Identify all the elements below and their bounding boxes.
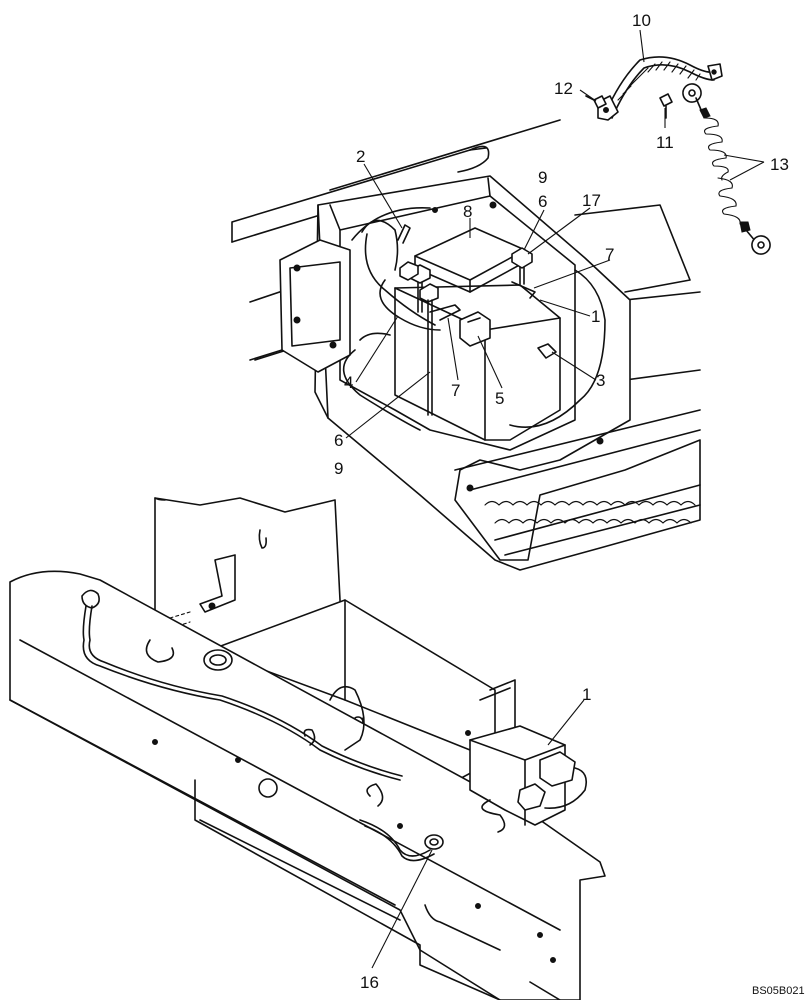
callout-5: 5 [495,389,504,408]
callout-13: 13 [770,155,789,174]
callout-4: 4 [344,373,353,392]
callout-1-top: 1 [591,307,600,326]
bottom-frame-assembly [9,497,606,1000]
callout-1-bottom: 1 [582,685,591,704]
callout-9-top: 9 [538,168,547,187]
callout-7-bottom: 7 [451,381,460,400]
drawing-code: BS05B021 [752,985,805,997]
leader-lines [345,29,765,969]
top-battery-box-assembly [231,119,701,571]
callout-17: 17 [582,191,601,210]
callout-8: 8 [463,202,472,221]
callout-7-top: 7 [605,245,614,264]
callout-11: 11 [656,133,674,152]
ground-cable-assembly [585,56,771,255]
callout-6-bottom: 6 [334,431,343,450]
callout-16: 16 [360,973,379,992]
callout-12: 12 [554,79,573,98]
callout-2: 2 [356,147,365,166]
callout-10: 10 [632,11,651,30]
callout-3: 3 [596,371,605,390]
callout-9-bottom: 9 [334,459,343,478]
callout-labels: 10 12 11 13 2 9 6 17 8 7 1 3 5 7 4 6 9 1… [334,11,805,997]
callout-6-top: 6 [538,192,547,211]
